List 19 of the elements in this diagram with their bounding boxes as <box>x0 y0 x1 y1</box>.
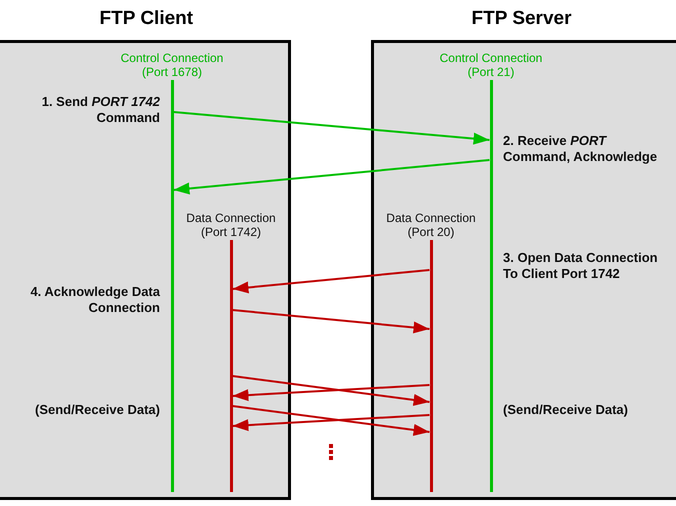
lifeline-label: Control Connection (Port 21) <box>439 52 543 79</box>
arrow <box>232 414 430 432</box>
step-note: 1. Send PORT 1742 Command <box>40 94 160 126</box>
step-note: 3. Open Data Connection To Client Port 1742 <box>503 250 659 282</box>
lifeline-label: Data Connection (Port 1742) <box>186 212 276 239</box>
step-note: (Send/Receive Data) <box>503 402 629 418</box>
arrow <box>232 405 430 436</box>
step-note: 4. Acknowledge Data Connection <box>29 284 160 316</box>
step-note: 2. Receive PORT Command, Acknowledge <box>503 133 658 165</box>
arrow <box>232 384 430 402</box>
arrow <box>232 309 430 334</box>
lifeline-label: Control Connection (Port 1678) <box>120 52 224 79</box>
arrow <box>173 111 490 145</box>
lifeline-label: Data Connection (Port 20) <box>386 212 476 239</box>
arrow <box>232 375 430 406</box>
step-note: (Send/Receive Data) <box>34 402 160 418</box>
panel-heading: FTP Client <box>100 8 194 30</box>
arrow <box>173 159 490 194</box>
panel-heading: FTP Server <box>472 8 572 30</box>
